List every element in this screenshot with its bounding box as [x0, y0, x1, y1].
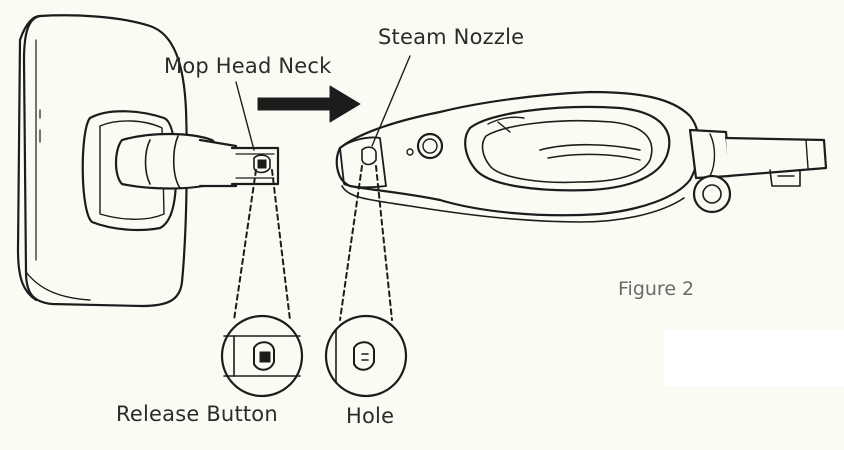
- mop-head-neck-label: Mop Head Neck: [164, 54, 332, 78]
- zoom-projections: [233, 165, 393, 321]
- mop-head: [16, 14, 188, 308]
- figure-caption: Figure 2: [618, 278, 695, 300]
- mop-head-neck: [114, 132, 280, 190]
- steam-mop-body: [335, 90, 828, 223]
- leader-lines: [235, 55, 411, 151]
- steam-nozzle-label: Steam Nozzle: [378, 25, 525, 49]
- hole-label: Hole: [346, 404, 395, 428]
- release-button-label: Release Button: [116, 402, 278, 426]
- hole-detail: [324, 314, 408, 398]
- arrow-right-icon: [257, 85, 361, 123]
- white-patch: [664, 330, 844, 386]
- release-button-detail: [220, 314, 304, 398]
